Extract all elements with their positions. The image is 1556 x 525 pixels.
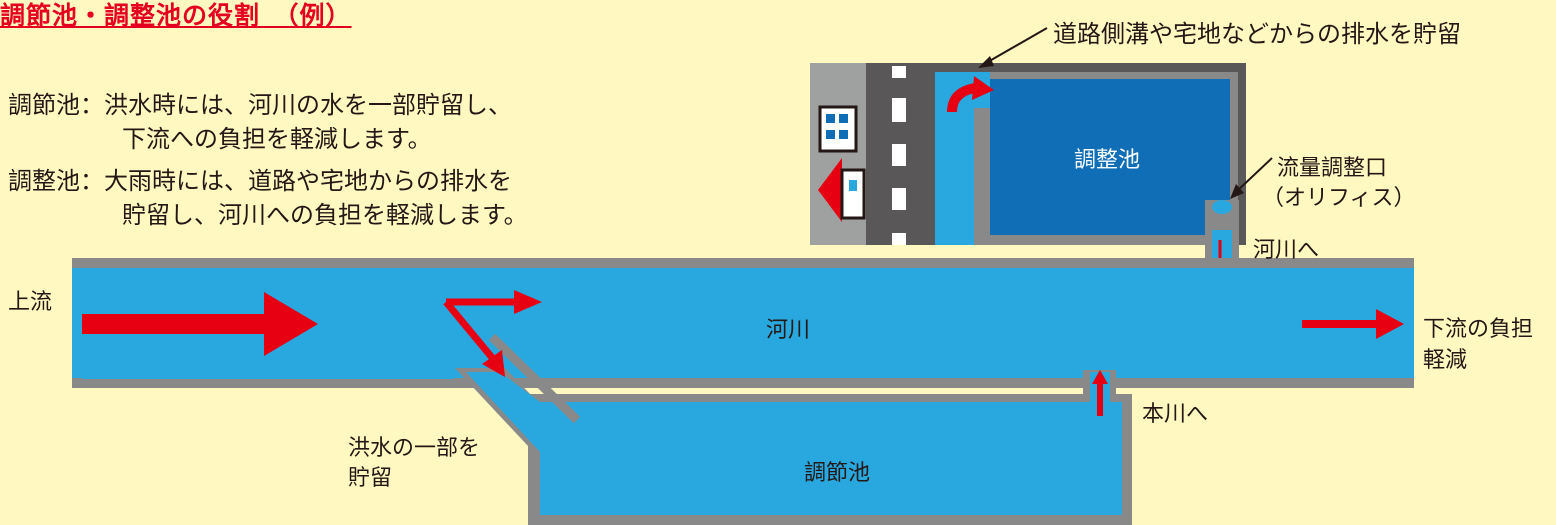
downstream-flow-arrow-icon (1302, 309, 1404, 339)
drainage-note-label: 道路側溝や宅地などからの排水を貯留 (1053, 20, 1461, 48)
building-icon (818, 105, 858, 153)
orifice-label-1: 流量調整口 (1277, 156, 1388, 181)
river-inner (82, 371, 454, 379)
drainage-curved-arrow (947, 83, 977, 113)
downstream-label-2: 軽減 (1423, 348, 1468, 373)
description-line-2: 下流への負担を軽減します。 (122, 125, 432, 153)
ditch-wall (974, 108, 990, 245)
to-river-label: 河川へ (1253, 238, 1320, 263)
outlet-arrow (1097, 382, 1103, 416)
regulating-pond-label: 調整池 (1074, 148, 1141, 173)
orifice-label-2: （オリフィス） (1262, 186, 1416, 211)
drainage-leader-line (985, 27, 1048, 64)
upstream-flow-arrow-icon (82, 292, 318, 356)
river-label: 河川 (766, 318, 811, 343)
page-title: 調節池・調整池の役割 （例） (0, 1, 352, 30)
orifice-leader-head (1230, 184, 1244, 199)
orifice-opening (1212, 200, 1232, 214)
description-line-1: 調節池：洪水時には、河川の水を一部貯留し、 (8, 91, 512, 119)
drainage-arrow-head (972, 76, 994, 100)
detention-pond-water (466, 372, 1122, 515)
inlet-wall (488, 333, 581, 424)
split-flow-arrow-icon (443, 290, 542, 377)
description-line-4: 貯留し、河川への負担を軽減します。 (122, 201, 528, 229)
flood-storage-label-2: 貯留 (348, 466, 393, 491)
description-line-3: 調整池：大雨時には、道路や宅地からの排水を (8, 167, 512, 195)
outlet-arrow-head (1092, 370, 1108, 384)
upstream-label: 上流 (8, 290, 53, 315)
regulating-pond (990, 79, 1230, 235)
detention-pond-label: 調節池 (804, 461, 871, 486)
drainage-leader-head (978, 56, 994, 68)
downstream-label-1: 下流の負担 (1423, 317, 1534, 342)
to-main-river-label: 本川へ (1142, 402, 1209, 427)
orifice-leader-line (1235, 157, 1273, 193)
flood-storage-label-1: 洪水の一部を (348, 436, 481, 461)
house-icon (818, 158, 866, 222)
road-center-line (892, 66, 906, 245)
